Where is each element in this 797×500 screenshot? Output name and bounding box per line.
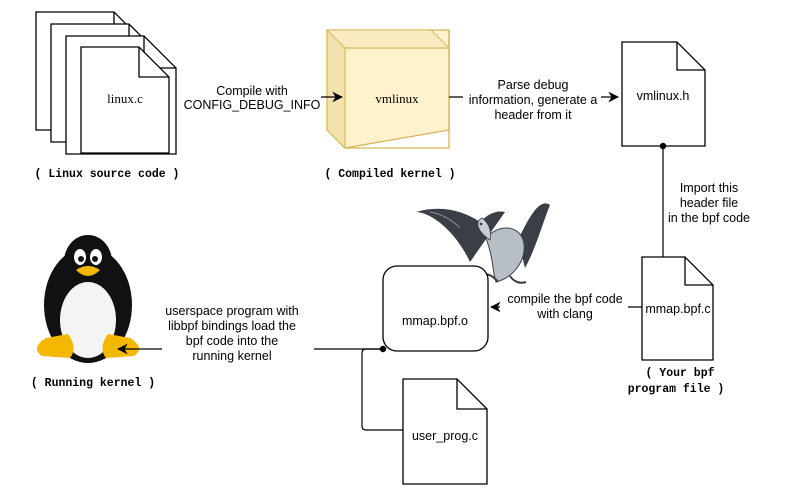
import-start-dot <box>659 142 667 150</box>
edge-label-import-line1: Import this <box>680 181 738 195</box>
edge-label-parse-line1: Parse debug <box>498 78 569 92</box>
linux-source-caption: ( Linux source code ) <box>35 168 180 181</box>
edge-label-clang-line1: compile the bpf code <box>507 292 622 306</box>
vmlinux-cube <box>325 28 451 150</box>
bpf-program-caption-line2: program file ) <box>628 383 725 396</box>
tux-penguin-icon <box>36 235 140 363</box>
edge-label-load-line4: running kernel <box>192 349 271 363</box>
edge-label-clang-line2: with clang <box>536 307 593 321</box>
mmap-bpf-c-document <box>641 256 714 361</box>
vmlinux-h-document <box>621 41 706 147</box>
edge-label-import-line2: header file <box>680 196 738 210</box>
vmlinux-label: vmlinux <box>375 91 419 106</box>
edge-label-compile-line2: CONFIG_DEBUG_INFO <box>184 98 321 112</box>
edge-label-parse-line2: information, generate a <box>469 93 598 107</box>
bpf-program-caption-line1: ( Your bpf <box>645 367 714 380</box>
linux-c-label: linux.c <box>107 91 143 106</box>
llvm-dragon-icon <box>416 203 550 284</box>
user-prog-c-label: user_prog.c <box>412 429 478 443</box>
edge-label-load-line1: userspace program with <box>165 304 298 318</box>
edge-label-parse-line3: header from it <box>494 108 572 122</box>
line-user-prog <box>361 348 403 431</box>
mmap-bpf-c-label: mmap.bpf.c <box>645 302 710 316</box>
edge-label-load-line3: bpf code into the <box>186 334 278 348</box>
user-prog-c-document <box>402 378 488 485</box>
compiled-kernel-caption: ( Compiled kernel ) <box>324 168 455 181</box>
running-kernel-caption: ( Running kernel ) <box>31 377 155 390</box>
mmap-bpf-o-label: mmap.bpf.o <box>402 314 468 328</box>
mmap-bpf-o-box <box>382 265 489 352</box>
edge-label-import-line3: in the bpf code <box>668 211 750 225</box>
edge-label-compile-line1: Compile with <box>216 84 288 98</box>
vmlinux-h-label: vmlinux.h <box>637 89 690 103</box>
linux-source-document-stack <box>35 11 177 155</box>
edge-label-load-line2: libbpf bindings load the <box>168 319 296 333</box>
